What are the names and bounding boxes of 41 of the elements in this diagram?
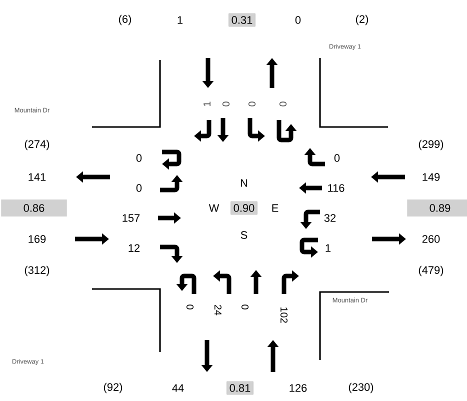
volume-label: 32	[324, 214, 336, 222]
volume-label: 141	[28, 173, 46, 181]
volume-label: 0	[136, 184, 142, 192]
volume-label: 0	[295, 16, 301, 24]
volume-label: 169	[28, 235, 46, 243]
volume-label: W	[208, 204, 220, 212]
volume-label: (6)	[118, 14, 132, 26]
lane-volume: 24	[214, 304, 222, 316]
highlighted-value: 0.90	[230, 201, 258, 215]
volume-label: 1	[178, 16, 183, 24]
volume-label: (312)	[24, 266, 50, 276]
volume-label: (2)	[356, 14, 368, 26]
highlighted-value: 0.86	[1, 200, 67, 216]
volume-label: 12	[128, 244, 140, 252]
highlighted-value: 0.31	[228, 13, 256, 27]
volume-label: S	[240, 231, 248, 239]
lane-volume: 0	[241, 304, 249, 310]
highlighted-value: 0.81	[226, 381, 254, 395]
highlighted-value: 0.89	[407, 200, 467, 216]
lane-volume: 0	[248, 102, 256, 106]
lane-volume: 1	[204, 102, 210, 106]
volume-label: 116	[328, 184, 344, 192]
lane-volume: 0	[186, 304, 194, 310]
volume-label: 1	[326, 244, 331, 252]
lane-volume: 0	[222, 102, 230, 106]
lane-volume: 102	[280, 307, 288, 323]
volume-label: 260	[422, 235, 440, 243]
volume-label: (299)	[418, 140, 444, 150]
volume-label: (274)	[24, 140, 50, 150]
volume-label: 0	[334, 154, 340, 162]
lane-volume: 0	[279, 102, 287, 106]
volume-label: (92)	[104, 382, 122, 394]
volume-label: (479)	[418, 266, 444, 276]
volume-label: 44	[172, 384, 184, 392]
volume-label: 0	[136, 154, 142, 162]
volume-label: E	[272, 204, 278, 212]
volume-label: 126	[290, 384, 307, 392]
volume-label: (230)	[348, 382, 374, 394]
volume-label: N	[240, 179, 248, 187]
volume-label: 157	[122, 214, 140, 222]
volume-label: 149	[422, 173, 440, 181]
